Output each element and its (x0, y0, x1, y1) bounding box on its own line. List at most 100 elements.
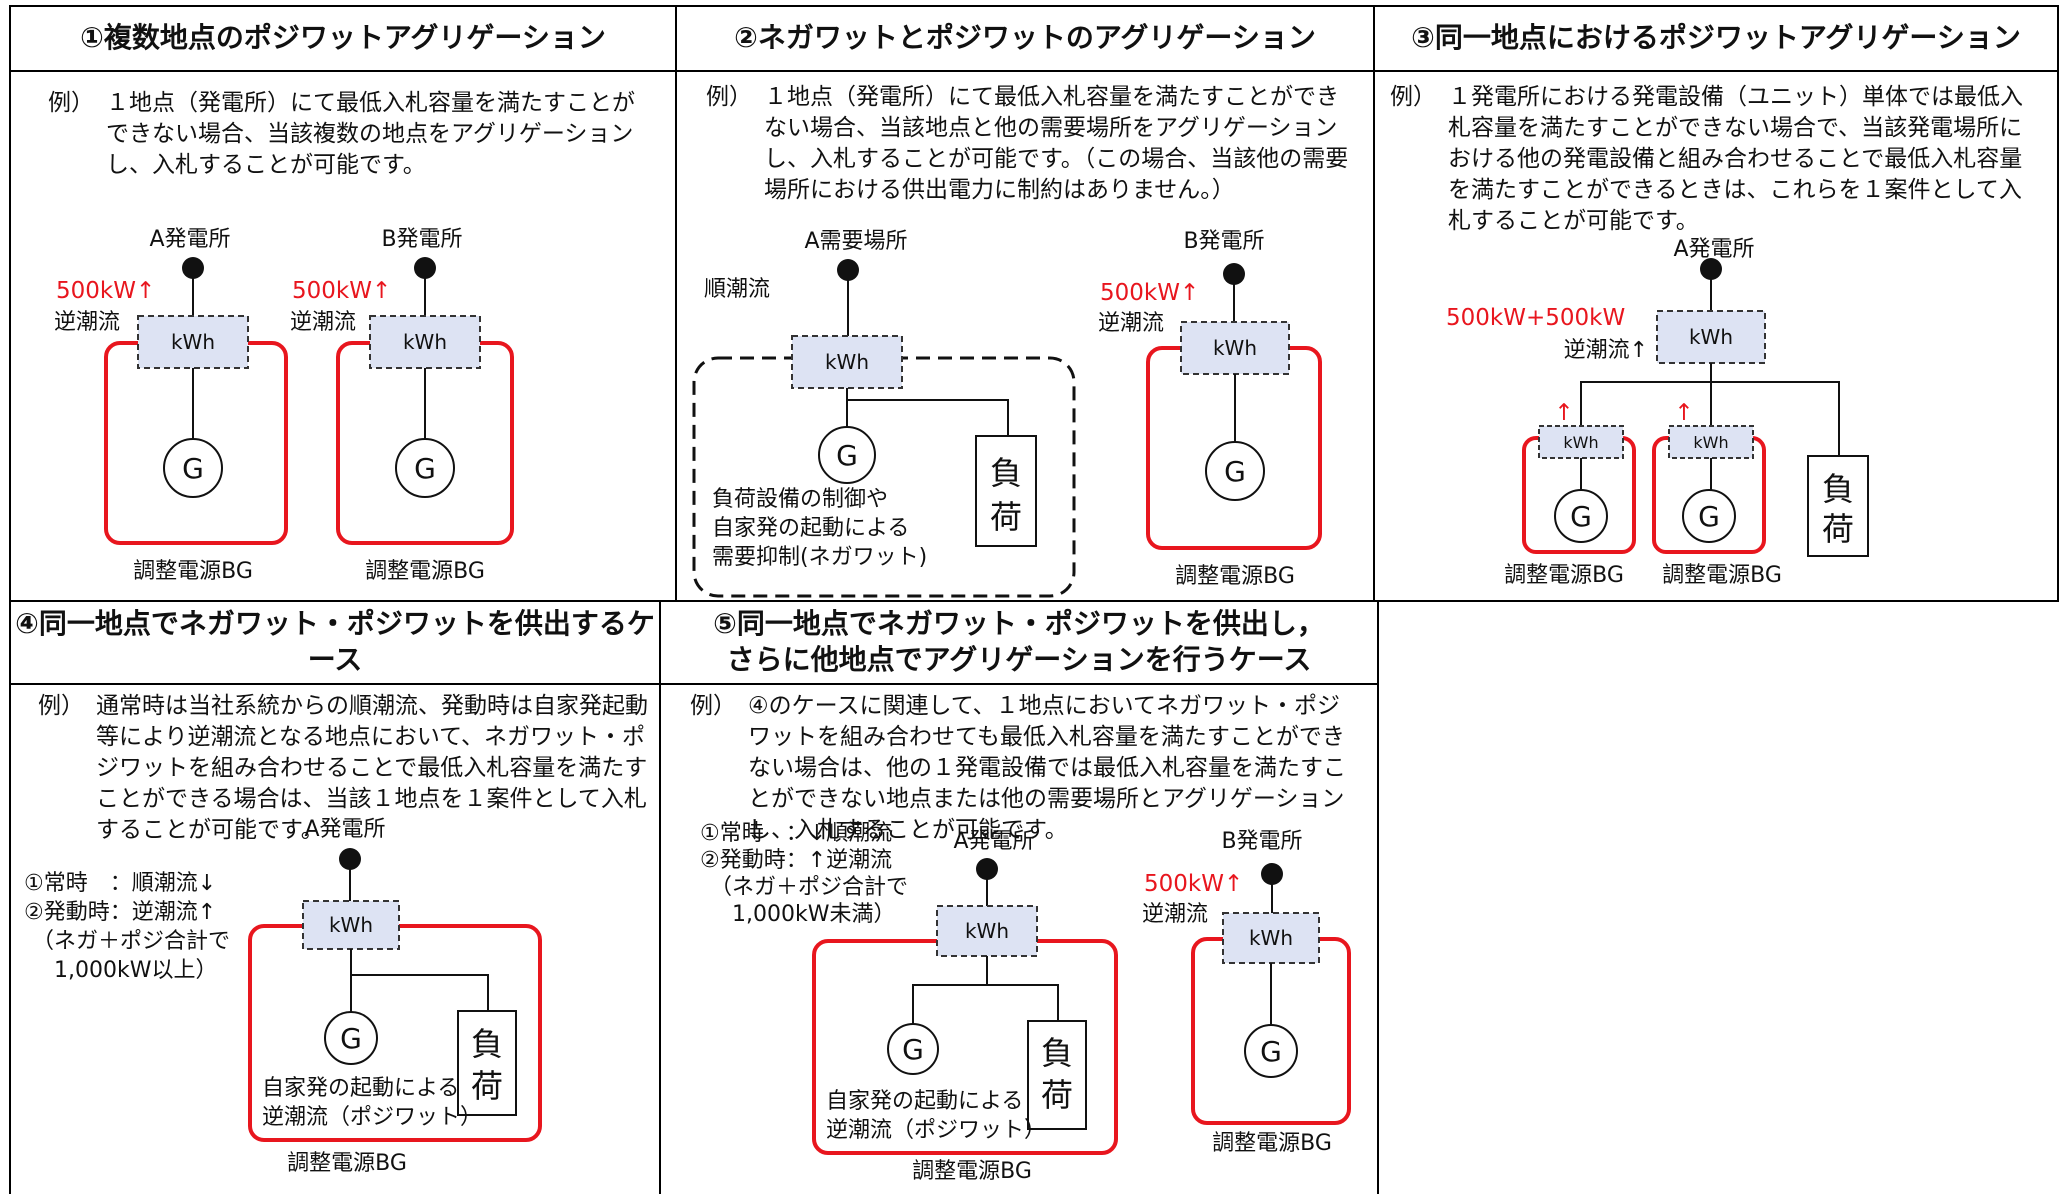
p4-station-label: A発電所 (304, 817, 385, 842)
p2-a-load-1: 負 (990, 454, 1022, 492)
p5-b-station-label: B発電所 (1221, 829, 1302, 854)
p1-a-flow: 逆潮流 (54, 310, 120, 335)
panel-1-desc-label: 例） (48, 90, 94, 116)
p3-unit1-generator-icon (1554, 489, 1608, 543)
p4-side-note-3: （ネガ＋ポジ合計で (32, 929, 230, 954)
p4-gen-label: G (340, 1022, 362, 1055)
p2-a-flow: 順潮流 (704, 277, 770, 302)
p2-a-note-2: 自家発の起動による (712, 516, 909, 541)
p2-b-station-label: B発電所 (1183, 229, 1264, 254)
p5-a-note-1: 自家発の起動による (826, 1089, 1023, 1114)
panel-5-diagram: ①常時 ：↓順潮流 ②発動時：↑逆潮流 （ネガ＋ポジ合計で 1,000kW未満）… (700, 821, 1351, 1184)
p3-flow: 逆潮流↑ (1564, 338, 1648, 363)
p3-unit1-gen-label: G (1570, 500, 1592, 533)
p3-unit2-meter (1668, 425, 1754, 459)
p1-a-station-label: A発電所 (149, 227, 230, 252)
p3-unit2-generator-icon (1682, 489, 1736, 543)
p3-unit1-meter-label: kWh (1563, 433, 1598, 452)
panel-1-desc-text: １地点（発電所）にて最低入札容量を満たすことができない場合、当該複数の地点をアグ… (106, 90, 635, 178)
p3-station-label: A発電所 (1673, 237, 1754, 262)
p2-b-generator-icon (1205, 441, 1265, 501)
panel-3-title: ③同一地点におけるポジワットアグリゲーション (1374, 6, 2058, 72)
p4-note-2: 逆潮流（ポジワット） (262, 1105, 482, 1130)
p5-b-flow: 逆潮流 (1142, 902, 1208, 927)
p1-b-station-label: B発電所 (381, 227, 462, 252)
panel-5-title: ⑤同一地点でネガワット・ポジワットを供出し， さらに他地点でアグリゲーションを行… (660, 601, 1378, 685)
p5-b-meter-label: kWh (1249, 926, 1293, 950)
panel-5: ⑤同一地点でネガワット・ポジワットを供出し， さらに他地点でアグリゲーションを行… (660, 601, 1378, 1194)
panel-5-desc-label: 例） (690, 693, 736, 719)
panel-4-desc-label: 例） (38, 693, 84, 719)
p4-generator-icon (324, 1011, 378, 1065)
p2-b-power: 500kW↑ (1100, 280, 1199, 306)
p3-unit1-bg-label: 調整電源BG (1504, 563, 1624, 588)
p2-b-bg-label: 調整電源BG (1175, 564, 1295, 589)
panel-2-desc: 例） １地点（発電所）にて最低入札容量を満たすことができない場合、当該地点と他の… (706, 82, 1356, 206)
p5-a-load-box (1027, 1020, 1087, 1130)
p2-a-note-3: 需要抑制(ネガワット) (712, 545, 927, 570)
p1-a-generator-icon (163, 438, 223, 498)
p3-unit1-arrow: ↑ (1554, 400, 1573, 426)
p3-load-box (1807, 455, 1869, 557)
panel-3-desc-label: 例） (1390, 84, 1436, 110)
p5-b-gen-label: G (1260, 1035, 1282, 1068)
p2-a-generator-icon (818, 426, 876, 484)
p5-side-note-4: 1,000kW未満） (710, 902, 895, 927)
p3-unit2-arrow: ↑ (1674, 400, 1693, 426)
p3-unit2-bg-label: 調整電源BG (1662, 563, 1782, 588)
p4-meter (302, 900, 400, 950)
panel-3: ③同一地点におけるポジワットアグリゲーション 例） １発電所における発電設備（ユ… (1374, 6, 2058, 601)
p5-a-generator-icon (887, 1023, 939, 1075)
panel-3-diagram: A発電所 500kW+500kW 逆潮流↑ kWh kWh ↑ G 調整電源BG… (1446, 237, 1869, 588)
p4-side-note-1: ①常時 ：順潮流↓ (24, 871, 216, 896)
panel-4-desc: 例） 通常時は当社系統からの順潮流、発動時は自家発起動等により逆潮流となる地点に… (38, 691, 648, 846)
p5-a-note-2: 逆潮流（ポジワット） (826, 1118, 1046, 1143)
p5-b-generator-icon (1244, 1024, 1298, 1078)
p4-meter-label: kWh (329, 913, 373, 937)
p1-b-power: 500kW↑ (292, 278, 391, 304)
panel-2-diagram: A需要場所 順潮流 kWh G 負 荷 負荷設備の制御や 自家発の起動による 需… (692, 229, 1322, 598)
p4-side-note-4: 1,000kW以上） (32, 958, 217, 983)
p3-unit1-meter (1538, 425, 1624, 459)
p4-bg-label: 調整電源BG (287, 1151, 407, 1176)
p5-a-load-1: 負 (1041, 1034, 1073, 1072)
p5-b-meter (1222, 912, 1320, 964)
p1-a-bg-label: 調整電源BG (133, 559, 253, 584)
p3-power: 500kW+500kW (1446, 305, 1625, 331)
panel-4-desc-text: 通常時は当社系統からの順潮流、発動時は自家発起動等により逆潮流となる地点において… (96, 693, 648, 843)
p5-a-bg-label: 調整電源BG (912, 1159, 1032, 1184)
panel-2: ②ネガワットとポジワットのアグリゲーション 例） １地点（発電所）にて最低入札容… (676, 6, 1374, 601)
p2-a-load-2: 荷 (990, 498, 1022, 536)
p1-b-bg-label: 調整電源BG (365, 559, 485, 584)
p5-a-station-label: A発電所 (953, 829, 1034, 854)
panel-1-diagram: A発電所 500kW↑ 逆潮流 kWh G 調整電源BG B発電所 500kW↑… (54, 227, 514, 584)
p5-a-gen-label: G (902, 1033, 924, 1066)
panel-1-desc: 例） １地点（発電所）にて最低入札容量を満たすことができない場合、当該複数の地点… (48, 88, 648, 181)
p5-b-power: 500kW↑ (1144, 871, 1243, 897)
p1-b-generator-icon (395, 438, 455, 498)
p4-load-box (457, 1010, 517, 1116)
p3-load-1: 負 (1822, 470, 1854, 508)
panel-3-desc-text: １発電所における発電設備（ユニット）単体では最低入札容量を満たすことができない場… (1448, 84, 2023, 234)
p5-side-note-1: ①常時 ：↓順潮流 (700, 821, 892, 846)
panel-3-desc: 例） １発電所における発電設備（ユニット）単体では最低入札容量を満たすことができ… (1390, 82, 2042, 237)
p1-b-flow: 逆潮流 (290, 310, 356, 335)
p2-b-meter (1180, 321, 1290, 375)
p5-a-meter-label: kWh (965, 919, 1009, 943)
panel-4-diagram: A発電所 ①常時 ：順潮流↓ ②発動時：逆潮流↑ （ネガ＋ポジ合計で 1,000… (24, 817, 542, 1176)
panel-2-desc-label: 例） (706, 84, 752, 110)
p2-b-meter-label: kWh (1213, 336, 1257, 360)
p5-side-note-3: （ネガ＋ポジ合計で (710, 875, 908, 900)
p2-a-note-1: 負荷設備の制御や (712, 487, 888, 512)
p2-a-meter-label: kWh (825, 350, 869, 374)
panel-5-desc: 例） ④のケースに関連して、１地点においてネガワット・ポジワットを組み合わせても… (690, 691, 1350, 846)
panel-4: ④同一地点でネガワット・ポジワットを供出するケース 例） 通常時は当社系統からの… (10, 601, 660, 1194)
p3-load-2: 荷 (1822, 510, 1854, 548)
p4-load-2: 荷 (471, 1067, 503, 1105)
p4-side-note-2: ②発動時：逆潮流↑ (24, 900, 216, 925)
panel-5-desc-text: ④のケースに関連して、１地点においてネガワット・ポジワットを組み合わせても最低入… (748, 693, 1346, 843)
p2-a-meter (791, 335, 903, 389)
p1-a-meter-label: kWh (171, 330, 215, 354)
p1-b-meter (369, 315, 481, 369)
